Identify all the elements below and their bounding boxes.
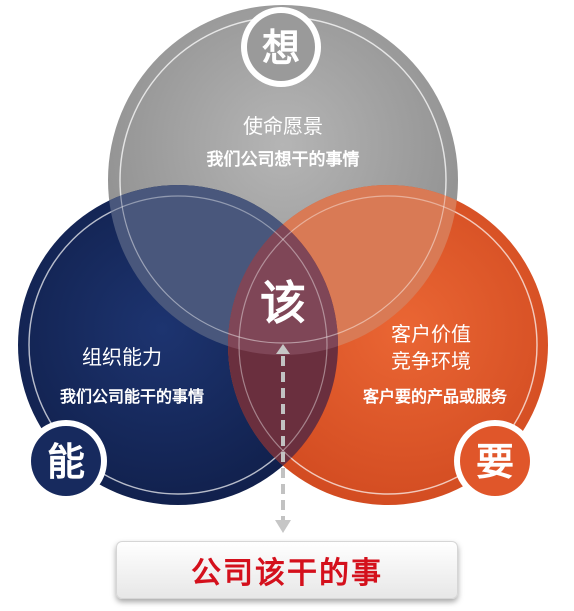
top-subtitle: 我们公司想干的事情 <box>207 149 360 170</box>
badge-need-label: 要 <box>476 440 514 484</box>
overlap-center <box>228 185 338 355</box>
badge-want: 想 <box>241 7 321 87</box>
badge-can: 能 <box>25 420 107 502</box>
center-label: 该 <box>260 276 306 330</box>
top-title: 使命愿景 <box>243 114 323 138</box>
left-title: 组织能力 <box>82 345 162 369</box>
right-title-line1: 客户价值 <box>391 322 471 346</box>
right-subtitle: 客户要的产品或服务 <box>363 387 508 406</box>
badge-can-label: 能 <box>47 440 85 484</box>
badge-need: 要 <box>454 420 536 502</box>
result-box: 公司该干的事 <box>116 541 458 599</box>
right-title-line2: 竞争环境 <box>391 349 471 373</box>
left-subtitle: 我们公司能干的事情 <box>60 387 204 406</box>
badge-want-label: 想 <box>262 26 300 70</box>
result-label: 公司该干的事 <box>191 556 383 591</box>
arrow-to-result <box>275 344 291 533</box>
